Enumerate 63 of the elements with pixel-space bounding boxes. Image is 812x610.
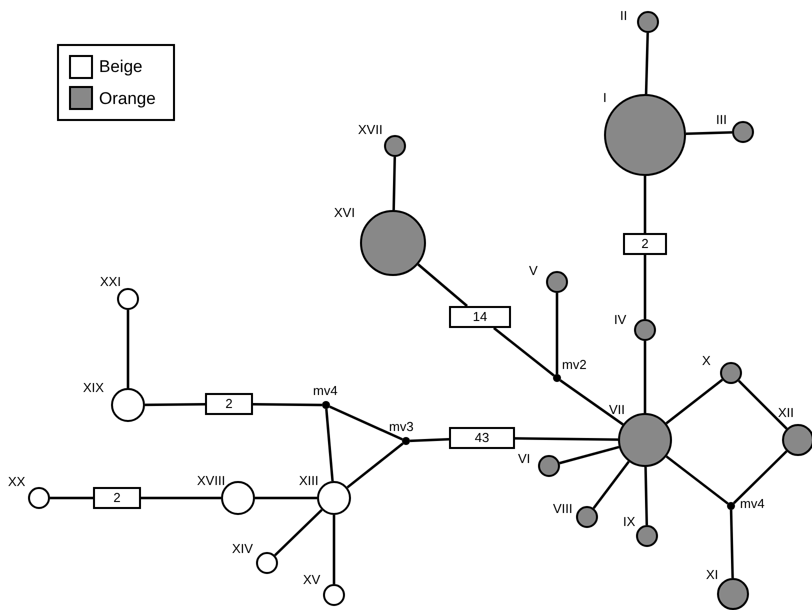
network-line xyxy=(252,403,322,406)
legend-label: Orange xyxy=(99,88,156,110)
network-line xyxy=(686,131,732,135)
network-line xyxy=(346,442,404,488)
node-label: VIII xyxy=(553,501,573,517)
node-label: X xyxy=(702,353,711,369)
network-line xyxy=(738,380,788,430)
network-line xyxy=(50,496,93,500)
node-label: XVII xyxy=(358,122,383,138)
network-line xyxy=(592,460,630,509)
mutation-count-box: 14 xyxy=(449,306,511,328)
node-label: XI xyxy=(706,567,718,583)
node-label: XIX xyxy=(83,380,104,396)
network-line xyxy=(126,310,130,388)
mutation-count-box: 2 xyxy=(93,487,141,509)
node-label: XXI xyxy=(100,274,121,290)
network-line xyxy=(141,496,221,500)
node-label: XVI xyxy=(334,205,355,221)
node-label: XII xyxy=(778,405,794,421)
node-label: III xyxy=(716,112,727,128)
network-line xyxy=(732,450,788,504)
network-line xyxy=(730,510,734,578)
network-line xyxy=(274,508,323,556)
node-label: XX xyxy=(8,474,26,490)
network-line xyxy=(560,379,624,426)
node-label: XIV xyxy=(232,541,253,557)
network-line xyxy=(666,455,729,505)
network-line xyxy=(644,32,649,94)
node-label: IX xyxy=(623,514,636,530)
network-line xyxy=(325,408,334,482)
network-line xyxy=(417,263,468,307)
node-label: VII xyxy=(609,402,625,418)
node-label: II xyxy=(620,8,628,24)
node-label: IV xyxy=(614,312,626,328)
mutation-count-box: 2 xyxy=(623,233,667,255)
network-line xyxy=(556,293,558,374)
network-line xyxy=(644,255,646,319)
network-line xyxy=(644,341,646,413)
node-label: XVIII xyxy=(197,473,226,489)
node-label: mv4 xyxy=(740,496,765,512)
network-line xyxy=(514,437,618,441)
node-label: mv4 xyxy=(313,383,338,399)
network-line xyxy=(144,403,205,406)
network-line xyxy=(332,515,336,584)
network-line xyxy=(392,156,396,210)
network-line xyxy=(644,176,646,233)
mutation-count-box: 2 xyxy=(205,393,253,415)
network-line xyxy=(666,378,724,424)
node-label: V xyxy=(529,263,538,279)
node-label: XIII xyxy=(299,473,319,489)
mutation-count-box: 43 xyxy=(449,427,515,449)
network-line xyxy=(644,466,648,526)
node-label: XV xyxy=(303,572,320,588)
legend-label: Beige xyxy=(99,56,142,78)
node-label: VI xyxy=(518,451,530,467)
node-label: mv3 xyxy=(389,419,414,435)
node-label: mv2 xyxy=(562,357,587,373)
network-line xyxy=(255,496,317,500)
network-line xyxy=(329,406,403,440)
network-line xyxy=(559,446,620,464)
network-line xyxy=(493,327,555,376)
node-label: I xyxy=(603,90,607,106)
network-line xyxy=(410,438,450,442)
